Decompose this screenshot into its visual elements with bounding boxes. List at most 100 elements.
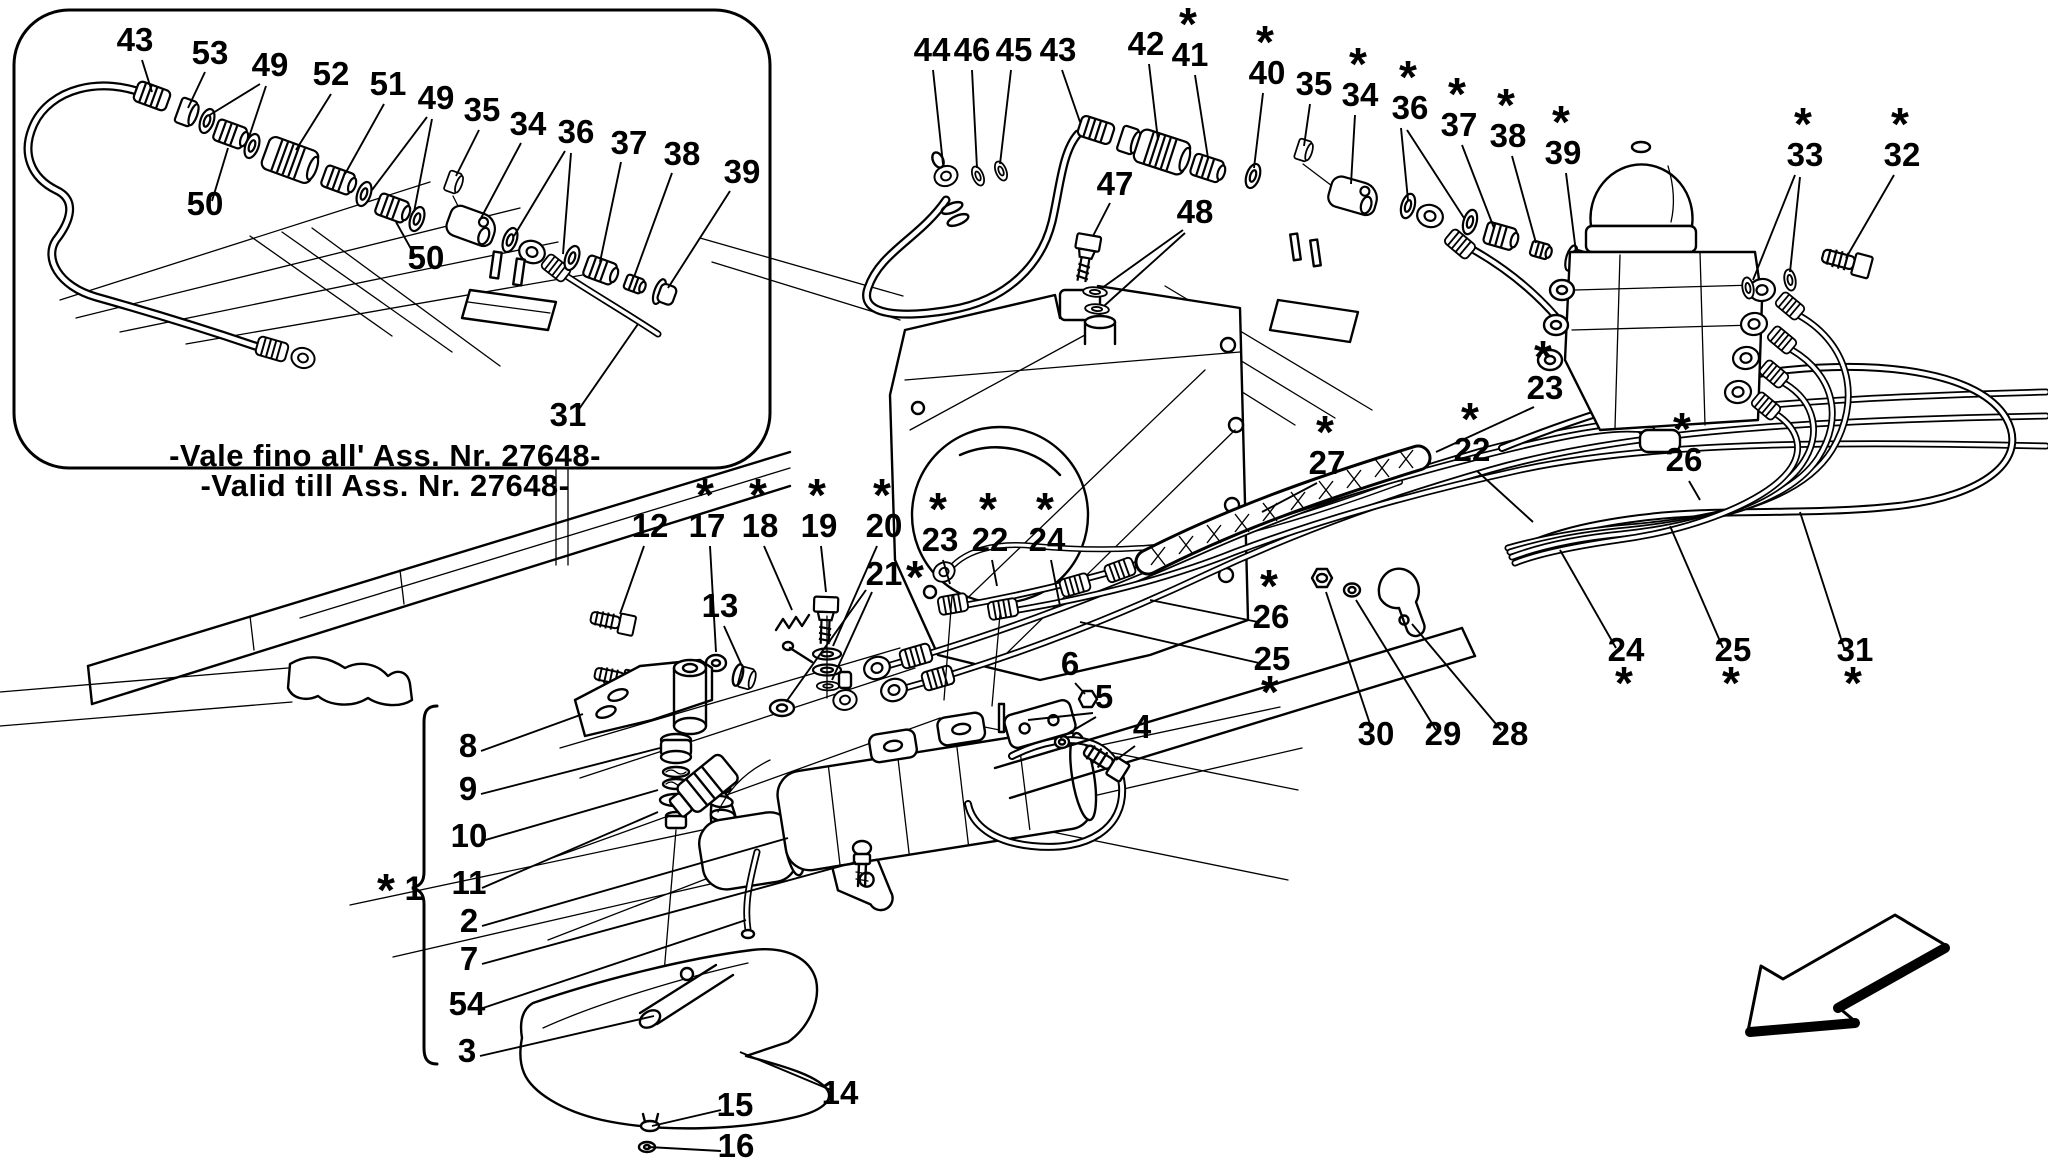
part-number-23: 23 [1527,369,1564,406]
star-marker: * [1399,51,1417,103]
star-marker: * [1497,79,1515,131]
leader-line [141,59,153,93]
leader-line [1074,682,1086,695]
callout-50: 50 [187,147,229,222]
callout-25: 25* [1079,621,1290,718]
leader-line [1400,127,1409,201]
leader-line [1101,229,1184,289]
callout-47: 47 [1092,165,1134,237]
star-marker: * [1552,96,1570,148]
part-number-34: 34 [510,105,547,142]
callout-26: 26* [1666,403,1703,501]
leader-line [207,83,261,117]
callout-52: 52 [295,55,349,151]
leader-line [1103,232,1186,307]
callout-5: 5 [1027,678,1113,739]
top-banjo [830,670,860,713]
star-marker: * [1794,98,1812,150]
callout-10: 10 [451,789,659,854]
part-number-45: 45 [996,31,1033,68]
inset-mount-bracket [460,250,558,332]
star-marker: * [1448,68,1466,120]
leader-line [1194,74,1209,159]
star-marker: * [1260,560,1278,612]
part-number-16: 16 [718,1127,755,1160]
leader-line [1325,591,1373,731]
leader-line [1669,525,1724,649]
leader-line [247,85,267,141]
leader-line [647,1146,722,1152]
part-number-49: 49 [418,79,455,116]
hinge-bracket-assembly [997,689,1131,783]
leader-line [480,713,584,752]
part-number-34: 34 [1342,76,1379,113]
chassis-frame [0,450,792,727]
leader-line [1115,745,1136,761]
leader-line [479,1015,655,1057]
leader-line [481,811,659,889]
leader-line [1148,63,1159,141]
part-number-26: 26 [1666,441,1703,478]
callout-49: 49 [371,79,455,213]
part-number-8: 8 [459,727,477,764]
callout-36: 36 [513,113,594,255]
leader-line [371,116,428,191]
right-rail [993,626,1477,800]
leader-line [633,172,673,278]
callout-21: 21* [785,551,924,703]
leader-line [479,919,747,1010]
leader-line [1059,716,1097,739]
leader-line [1799,511,1845,649]
part-number-24: 24 [1029,521,1066,558]
part-number-25: 25 [1715,631,1752,668]
callout-11: 11 [452,811,659,901]
part-number-9: 9 [459,770,477,807]
part-number-24: 24 [1608,631,1645,668]
callout-26: 26* [1149,560,1290,635]
part-number-47: 47 [1097,165,1134,202]
leader-line [1303,103,1311,147]
part-number-17: 17 [689,507,726,544]
callout-15: 15 [651,1086,753,1127]
ball-stud-7 [851,839,873,888]
star-marker: * [929,483,947,535]
part-number-40: 40 [1249,54,1286,91]
callout-33: 33* [1752,98,1823,281]
callout-30: 30 [1325,591,1394,752]
callout-42: 42 [1128,25,1164,141]
callout-38: 38* [1490,79,1537,244]
part-number-46: 46 [954,31,991,68]
leader-line [481,789,659,842]
leader-line [942,559,951,585]
leader-line [1752,174,1796,281]
star-marker: * [1891,98,1909,150]
callout-13: 13 [702,587,743,667]
top-hose-assembly [867,113,1652,440]
part-number-38: 38 [664,135,701,172]
part-number-49: 49 [252,46,289,83]
leader-line [395,221,416,257]
star-marker: * [1256,16,1274,68]
part-number-6: 6 [1061,645,1079,682]
part-number-51: 51 [370,65,407,102]
callout-2: 2 [460,837,789,939]
leader-line [455,129,480,177]
part-number-43: 43 [117,21,154,58]
leader-line [1789,176,1801,273]
group-star: * [377,864,395,916]
leader-line [1565,172,1577,253]
clamp-28 [1377,567,1426,638]
leader-line [211,147,229,202]
star-marker: * [808,469,826,521]
part-number-26: 26 [1253,598,1290,635]
part-number-10: 10 [451,817,488,854]
inset-box: -Vale fino all' Ass. Nr. 27648- -Valid t… [12,8,772,503]
callout-34: 34* [1342,38,1379,185]
leader-line [599,161,622,263]
callout-49: 49 [207,46,289,141]
part-number-21: 21 [866,555,903,592]
callout-20: 20* [832,469,902,647]
leader-line [723,625,743,667]
